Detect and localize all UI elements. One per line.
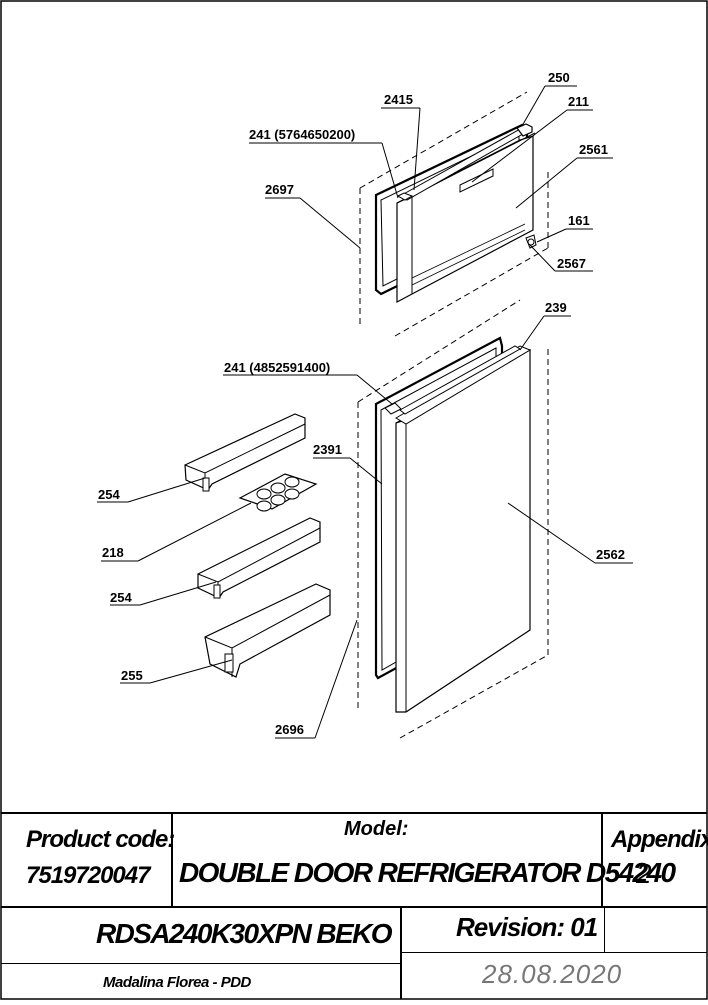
- title-block-top-rule: [1, 812, 707, 814]
- part-label-2697: 2697: [265, 182, 294, 197]
- product-code-label: Product code:: [26, 826, 175, 853]
- part-label-2696: 2696: [275, 722, 304, 737]
- revision: Revision: 01: [456, 912, 598, 942]
- title-block-vrule-2: [601, 812, 603, 907]
- part-label-250: 250: [548, 70, 570, 85]
- appendix-label: Appendix:: [611, 826, 708, 853]
- title-block-mid-rule: [1, 906, 707, 908]
- part-label-218: 218: [102, 545, 124, 560]
- door-shelf-254-bottom: [197, 517, 321, 599]
- title-block-vrule-3: [400, 906, 402, 999]
- part-label-2391: 2391: [313, 442, 342, 457]
- bottle-shelf-255: [204, 583, 331, 678]
- title-block-vrule-1: [171, 812, 173, 907]
- title-block-vrule-4: [604, 906, 605, 953]
- model-label: Model:: [344, 818, 409, 840]
- part-label-255: 255: [121, 668, 143, 683]
- part-label-2561: 2561: [579, 142, 608, 157]
- part-labels: 250 2415 211 241 (5764650200) 2561 2697 …: [98, 70, 625, 737]
- freezer-door-assembly: [359, 91, 549, 337]
- part-label-239: 239: [545, 300, 567, 315]
- egg-tray-218: [238, 473, 318, 512]
- author: Madalina Florea - PDD: [103, 974, 251, 991]
- leader-lines: [97, 85, 633, 739]
- title-block-author-rule: [1, 963, 401, 964]
- part-label-161: 161: [568, 213, 590, 228]
- appendix-value: 2: [636, 858, 652, 889]
- part-label-2562: 2562: [596, 547, 625, 562]
- title-block-date-rule: [400, 952, 707, 953]
- part-label-241-bottom: 241 (4852591400): [224, 360, 330, 375]
- model-value: DOUBLE DOOR REFRIGERATOR D54240: [179, 857, 676, 888]
- revision-date: 28.08.2020: [482, 959, 623, 989]
- part-label-2415: 2415: [384, 92, 413, 107]
- part-label-254-a: 254: [98, 487, 120, 502]
- fridge-door-assembly: [357, 299, 549, 739]
- product-code-value: 7519720047: [26, 862, 150, 889]
- door-shelf-254-top: [184, 413, 306, 492]
- part-label-2567: 2567: [557, 256, 586, 271]
- part-label-211: 211: [568, 94, 589, 109]
- part-label-254-b: 254: [110, 590, 132, 605]
- model-code: RDSA240K30XPN BEKO: [96, 918, 392, 949]
- part-label-241-top: 241 (5764650200): [249, 127, 355, 142]
